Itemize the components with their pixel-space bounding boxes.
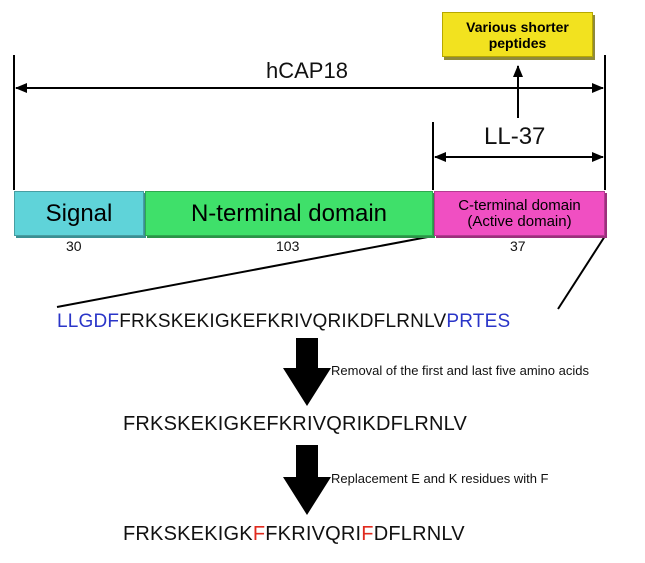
sequence-modified: FRKSKEKIGKFFKRIVQRIFDFLRNLV: [123, 523, 465, 546]
c-terminal-domain: C-terminal domain (Active domain): [434, 191, 605, 236]
sequence-modified-sub1: F: [252, 523, 266, 545]
c-terminal-length: 37: [510, 238, 526, 254]
n-terminal-length: 103: [276, 238, 300, 254]
n-terminal-domain: N-terminal domain: [145, 191, 433, 236]
sequence-modified-sub2: F: [361, 523, 374, 545]
c-terminal-domain-label-line2: (Active domain): [467, 212, 572, 230]
hcap18-label: hCAP18: [266, 58, 348, 83]
signal-domain: Signal: [14, 191, 144, 236]
step2-down-arrow: [283, 445, 331, 515]
zoom-line-right: [557, 235, 606, 310]
n-terminal-domain-label: N-terminal domain: [190, 199, 388, 227]
peptides-label-line1: Various shorter: [466, 18, 569, 35]
step1-note: Removal of the first and last five amino…: [331, 363, 589, 378]
c-terminal-domain-label-line1: C-terminal domain: [458, 196, 581, 214]
peptides-label-line2: peptides: [488, 34, 547, 51]
step2-note: Replacement E and K residues with F: [331, 471, 549, 486]
sequence-modified-part3: DFLRNLV: [373, 523, 465, 545]
sequence-trimmed: FRKSKEKIGKEFKRIVQRIKDFLRNLV: [123, 413, 467, 435]
sequence-modified-part2: FKRIVQRI: [265, 523, 362, 545]
sequence-modified-part1: FRKSKEKIGK: [123, 523, 253, 545]
signal-domain-label: Signal: [45, 199, 113, 227]
signal-length: 30: [66, 238, 82, 254]
ll37-label: LL-37: [484, 123, 546, 150]
sequence-full-prefix: LLGDF: [57, 311, 120, 332]
zoom-line-left: [56, 235, 434, 308]
shorter-peptides-box: Various shorter peptides: [442, 12, 593, 57]
sequence-full-core: FRKSKEKIGKEFKRIVQRIKDFLRNLV: [119, 311, 447, 332]
sequence-full-suffix: PRTES: [446, 311, 511, 332]
sequence-full: LLGDFFRKSKEKIGKEFKRIVQRIKDFLRNLVPRTES: [57, 311, 510, 333]
step1-down-arrow: [283, 338, 331, 406]
